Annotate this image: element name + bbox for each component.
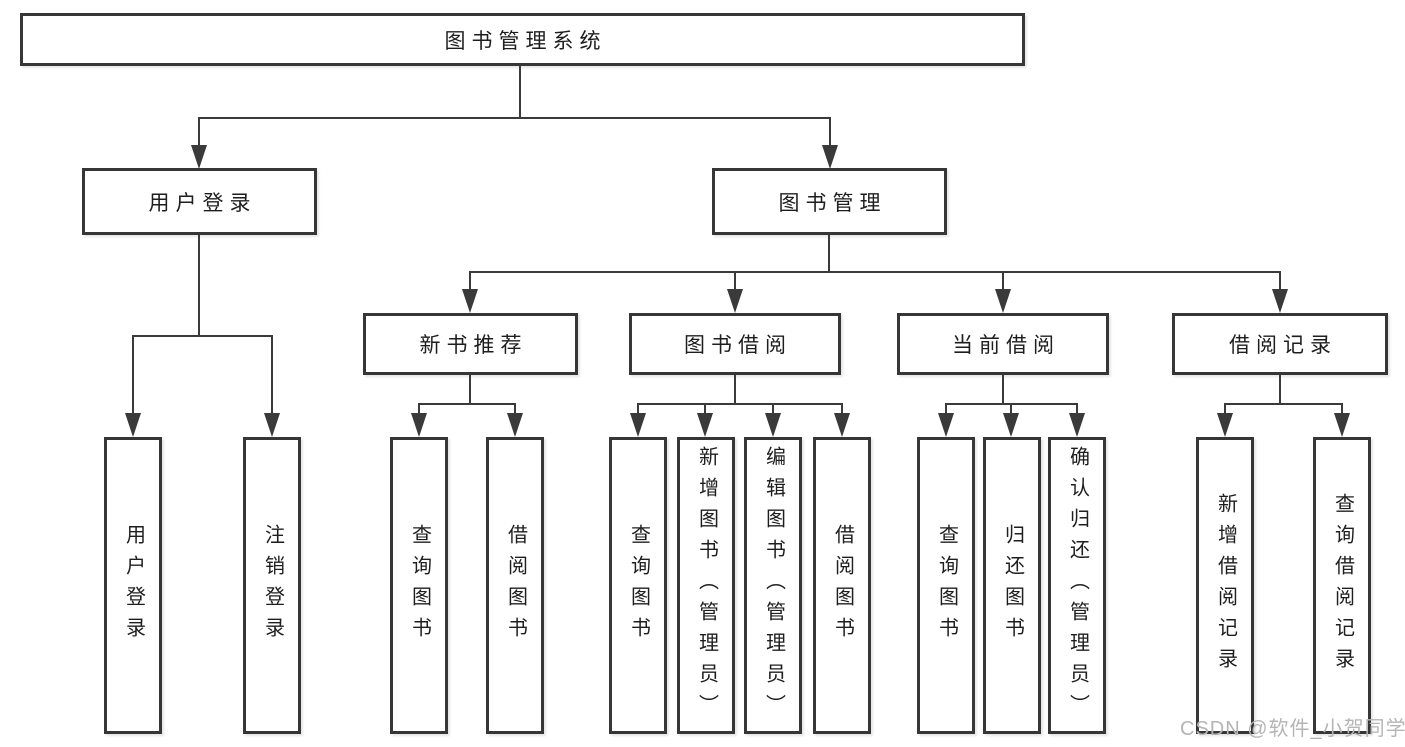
leaf-add-borrow-record: 新增借阅记录 (1196, 437, 1254, 734)
leaf-label: 查询借阅记录 (1331, 492, 1354, 679)
arrowhead-down-icon (697, 413, 713, 437)
connector-hline (132, 335, 273, 337)
arrowhead-down-icon (834, 413, 850, 437)
leaf-label: 确认归还（管理员） (1066, 446, 1089, 725)
leaf-label: 查询图书 (935, 523, 958, 648)
arrowhead-down-icon (411, 413, 427, 437)
leaf-label: 用户登录 (122, 523, 145, 648)
leaf-borrow-book: 借阅图书 (813, 437, 871, 734)
leaf-logout: 注销登录 (243, 437, 301, 734)
connector-hline (637, 403, 843, 405)
leaf-label: 查询图书 (627, 523, 650, 648)
connector-vline (1341, 403, 1343, 415)
leaf-borrow-book-recommend: 借阅图书 (486, 437, 544, 734)
arrowhead-down-icon (191, 145, 207, 169)
connector-vline (1002, 271, 1004, 291)
arrowhead-down-icon (765, 413, 781, 437)
arrowhead-down-icon (938, 413, 954, 437)
connector-vline (469, 375, 471, 405)
arrowhead-down-icon (507, 413, 523, 437)
connector-vline (734, 375, 736, 405)
arrowhead-down-icon (264, 413, 280, 437)
connector-vline (1224, 403, 1226, 415)
connector-vline (418, 403, 420, 415)
leaf-label: 注销登录 (261, 523, 284, 648)
connector-vline (1002, 375, 1004, 405)
arrowhead-down-icon (630, 413, 646, 437)
connector-vline (637, 403, 639, 415)
connector-vline (734, 271, 736, 291)
node-book-borrow: 图书借阅 (629, 313, 841, 375)
leaf-return-book: 归还图书 (983, 437, 1041, 734)
leaf-label: 新增借阅记录 (1214, 492, 1237, 679)
connector-vline (1010, 403, 1012, 415)
leaf-query-book-current: 查询图书 (917, 437, 975, 734)
leaf-edit-book-admin: 编辑图书（管理员） (744, 437, 802, 734)
node-root: 图书管理系统 (20, 13, 1025, 66)
leaf-user-login: 用户登录 (104, 437, 162, 734)
arrowhead-down-icon (1069, 413, 1085, 437)
leaf-query-book-recommend: 查询图书 (390, 437, 448, 734)
connector-vline (271, 335, 273, 415)
leaf-query-borrow-record: 查询借阅记录 (1313, 437, 1371, 734)
connector-vline (514, 403, 516, 415)
leaf-label: 新增图书（管理员） (695, 446, 718, 725)
leaf-label: 借阅图书 (504, 523, 527, 648)
connector-vline (198, 117, 200, 147)
arrowhead-down-icon (1334, 413, 1350, 437)
connector-hline (418, 403, 516, 405)
connector-vline (772, 403, 774, 415)
leaf-add-book-admin: 新增图书（管理员） (677, 437, 735, 734)
connector-vline (132, 335, 134, 415)
leaf-label: 借阅图书 (831, 523, 854, 648)
arrowhead-down-icon (125, 413, 141, 437)
arrowhead-down-icon (727, 289, 743, 313)
leaf-label: 归还图书 (1001, 523, 1024, 648)
leaf-confirm-return-admin: 确认归还（管理员） (1048, 437, 1106, 734)
csdn-watermark: CSDN @软件_小贺同学 (1180, 718, 1405, 740)
node-new-book-recommend: 新书推荐 (363, 313, 578, 375)
connector-vline (704, 403, 706, 415)
connector-vline (841, 403, 843, 415)
leaf-label: 查询图书 (408, 523, 431, 648)
connector-hline (469, 271, 1281, 273)
connector-vline (469, 271, 471, 291)
node-user-login-group: 用户登录 (82, 168, 317, 235)
arrowhead-down-icon (462, 289, 478, 313)
leaf-query-book-borrow: 查询图书 (609, 437, 667, 734)
arrowhead-down-icon (995, 289, 1011, 313)
node-book-management: 图书管理 (712, 168, 947, 235)
connector-vline (198, 235, 200, 336)
connector-vline (829, 117, 831, 147)
connector-vline (828, 235, 830, 273)
connector-vline (1279, 271, 1281, 291)
arrowhead-down-icon (1272, 289, 1288, 313)
connector-hline (1224, 403, 1343, 405)
arrowhead-down-icon (822, 145, 838, 169)
connector-vline (1076, 403, 1078, 415)
node-current-borrow: 当前借阅 (897, 313, 1109, 375)
arrowhead-down-icon (1003, 413, 1019, 437)
connector-hline (198, 117, 831, 119)
connector-vline (945, 403, 947, 415)
connector-vline (1279, 375, 1281, 405)
leaf-label: 编辑图书（管理员） (762, 446, 785, 725)
connector-vline (519, 66, 521, 118)
arrowhead-down-icon (1217, 413, 1233, 437)
node-borrow-records: 借阅记录 (1172, 313, 1388, 375)
